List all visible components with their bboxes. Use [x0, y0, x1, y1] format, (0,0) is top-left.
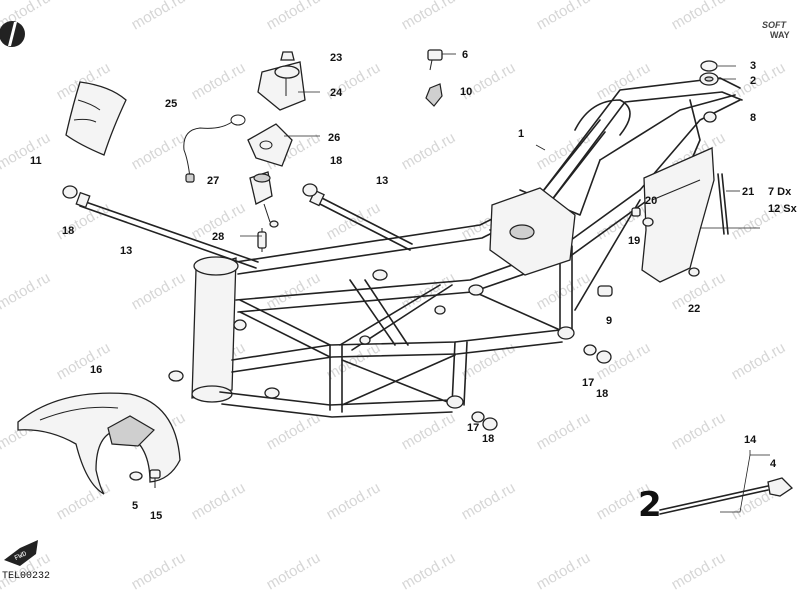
brand-soft: SOFT	[762, 20, 788, 30]
fwd-arrow-icon: FWD	[4, 540, 38, 566]
watermark-text: motod.ru	[0, 269, 53, 313]
front-mudguard	[17, 392, 181, 495]
label-26: 26	[328, 132, 340, 144]
watermark-text: motod.ru	[54, 339, 114, 383]
rubber-mounts	[699, 60, 719, 123]
watermark-text: motod.ru	[129, 129, 189, 173]
label-17-right: 17	[582, 377, 594, 389]
top-bolts	[425, 49, 443, 107]
label-28: 28	[212, 231, 224, 243]
label-15: 15	[150, 510, 162, 522]
watermark-text: motod.ru	[534, 0, 594, 33]
handwritten-mark: 2	[638, 485, 662, 525]
label-14: 14	[744, 434, 757, 446]
label-20: 20	[645, 195, 657, 207]
label-3: 3	[750, 60, 756, 72]
label-7-dx: 7 Dx	[768, 186, 792, 198]
watermark-text: motod.ru	[264, 0, 324, 33]
label-21: 21	[742, 186, 754, 198]
support-rod	[659, 477, 794, 515]
watermark-text: motod.ru	[399, 129, 459, 173]
watermark-text: motod.ru	[129, 549, 189, 593]
label-18-bottom: 18	[482, 433, 494, 445]
watermark-text: motod.ru	[129, 0, 189, 33]
watermark-text: motod.ru	[399, 549, 459, 593]
label-22: 22	[688, 303, 700, 315]
watermark-text: motod.ru	[534, 549, 594, 593]
watermark-text: motod.ru	[264, 409, 324, 453]
watermark-text: motod.ru	[129, 269, 189, 313]
watermark-text: motod.ru	[324, 339, 384, 383]
label-8: 8	[750, 112, 756, 124]
label-18-right: 18	[596, 388, 608, 400]
watermark-text: motod.ru	[669, 409, 729, 453]
label-23: 23	[330, 52, 342, 64]
label-19: 19	[628, 235, 640, 247]
top-mount	[257, 51, 306, 111]
leader-lines	[240, 53, 770, 513]
label-12-sx: 12 Sx	[768, 203, 798, 215]
sensor-cable	[183, 114, 246, 183]
watermark-text: motod.ru	[459, 479, 519, 523]
watermark-text: motod.ru	[534, 409, 594, 453]
logo-mark	[0, 21, 25, 47]
label-13-right: 13	[376, 175, 388, 187]
label-1: 1	[518, 128, 524, 140]
watermark-text: motod.ru	[399, 409, 459, 453]
label-10: 10	[460, 86, 472, 98]
shock-mount	[249, 171, 279, 252]
watermark-text: motod.ru	[189, 59, 249, 103]
nut-parts	[62, 183, 612, 431]
label-13-left: 13	[120, 245, 132, 257]
drawing-code: TEL00232	[2, 571, 50, 582]
label-4: 4	[770, 458, 777, 470]
label-6: 6	[462, 49, 468, 61]
watermark-text: motod.ru	[264, 549, 324, 593]
label-5: 5	[132, 500, 138, 512]
watermark-text: motod.ru	[189, 479, 249, 523]
label-2: 2	[750, 75, 756, 87]
label-11: 11	[30, 155, 42, 167]
watermark-text: motod.ru	[324, 479, 384, 523]
part-labels: 23 24 25 26 18 11 27 13 18 28 13 6 10 1 …	[30, 49, 798, 522]
watermark-text: motod.ru	[534, 269, 594, 313]
label-18-top: 18	[330, 155, 342, 167]
label-27: 27	[207, 175, 219, 187]
watermark-text: motod.ru	[729, 59, 789, 103]
label-24: 24	[330, 87, 343, 99]
watermark-text: motod.ru	[669, 0, 729, 33]
long-bolts	[75, 189, 413, 269]
main-frame	[168, 77, 743, 418]
fairing-piece	[65, 81, 127, 156]
watermark-text: motod.ru	[54, 479, 114, 523]
bracket-plate	[247, 123, 293, 167]
label-18-left: 18	[62, 225, 74, 237]
label-16: 16	[90, 364, 102, 376]
watermark-text: motod.ru	[669, 549, 729, 593]
label-9: 9	[606, 315, 612, 327]
watermark-text: motod.ru	[594, 59, 654, 103]
label-17-bottom: 17	[467, 422, 479, 434]
label-25: 25	[165, 98, 177, 110]
brand-way: WAY	[770, 30, 790, 40]
watermark-text: motod.ru	[0, 129, 53, 173]
watermark-text: motod.ru	[399, 0, 459, 33]
side-panel	[631, 147, 729, 283]
mudguard-screws	[129, 469, 161, 488]
watermark-text: motod.ru	[729, 339, 789, 383]
